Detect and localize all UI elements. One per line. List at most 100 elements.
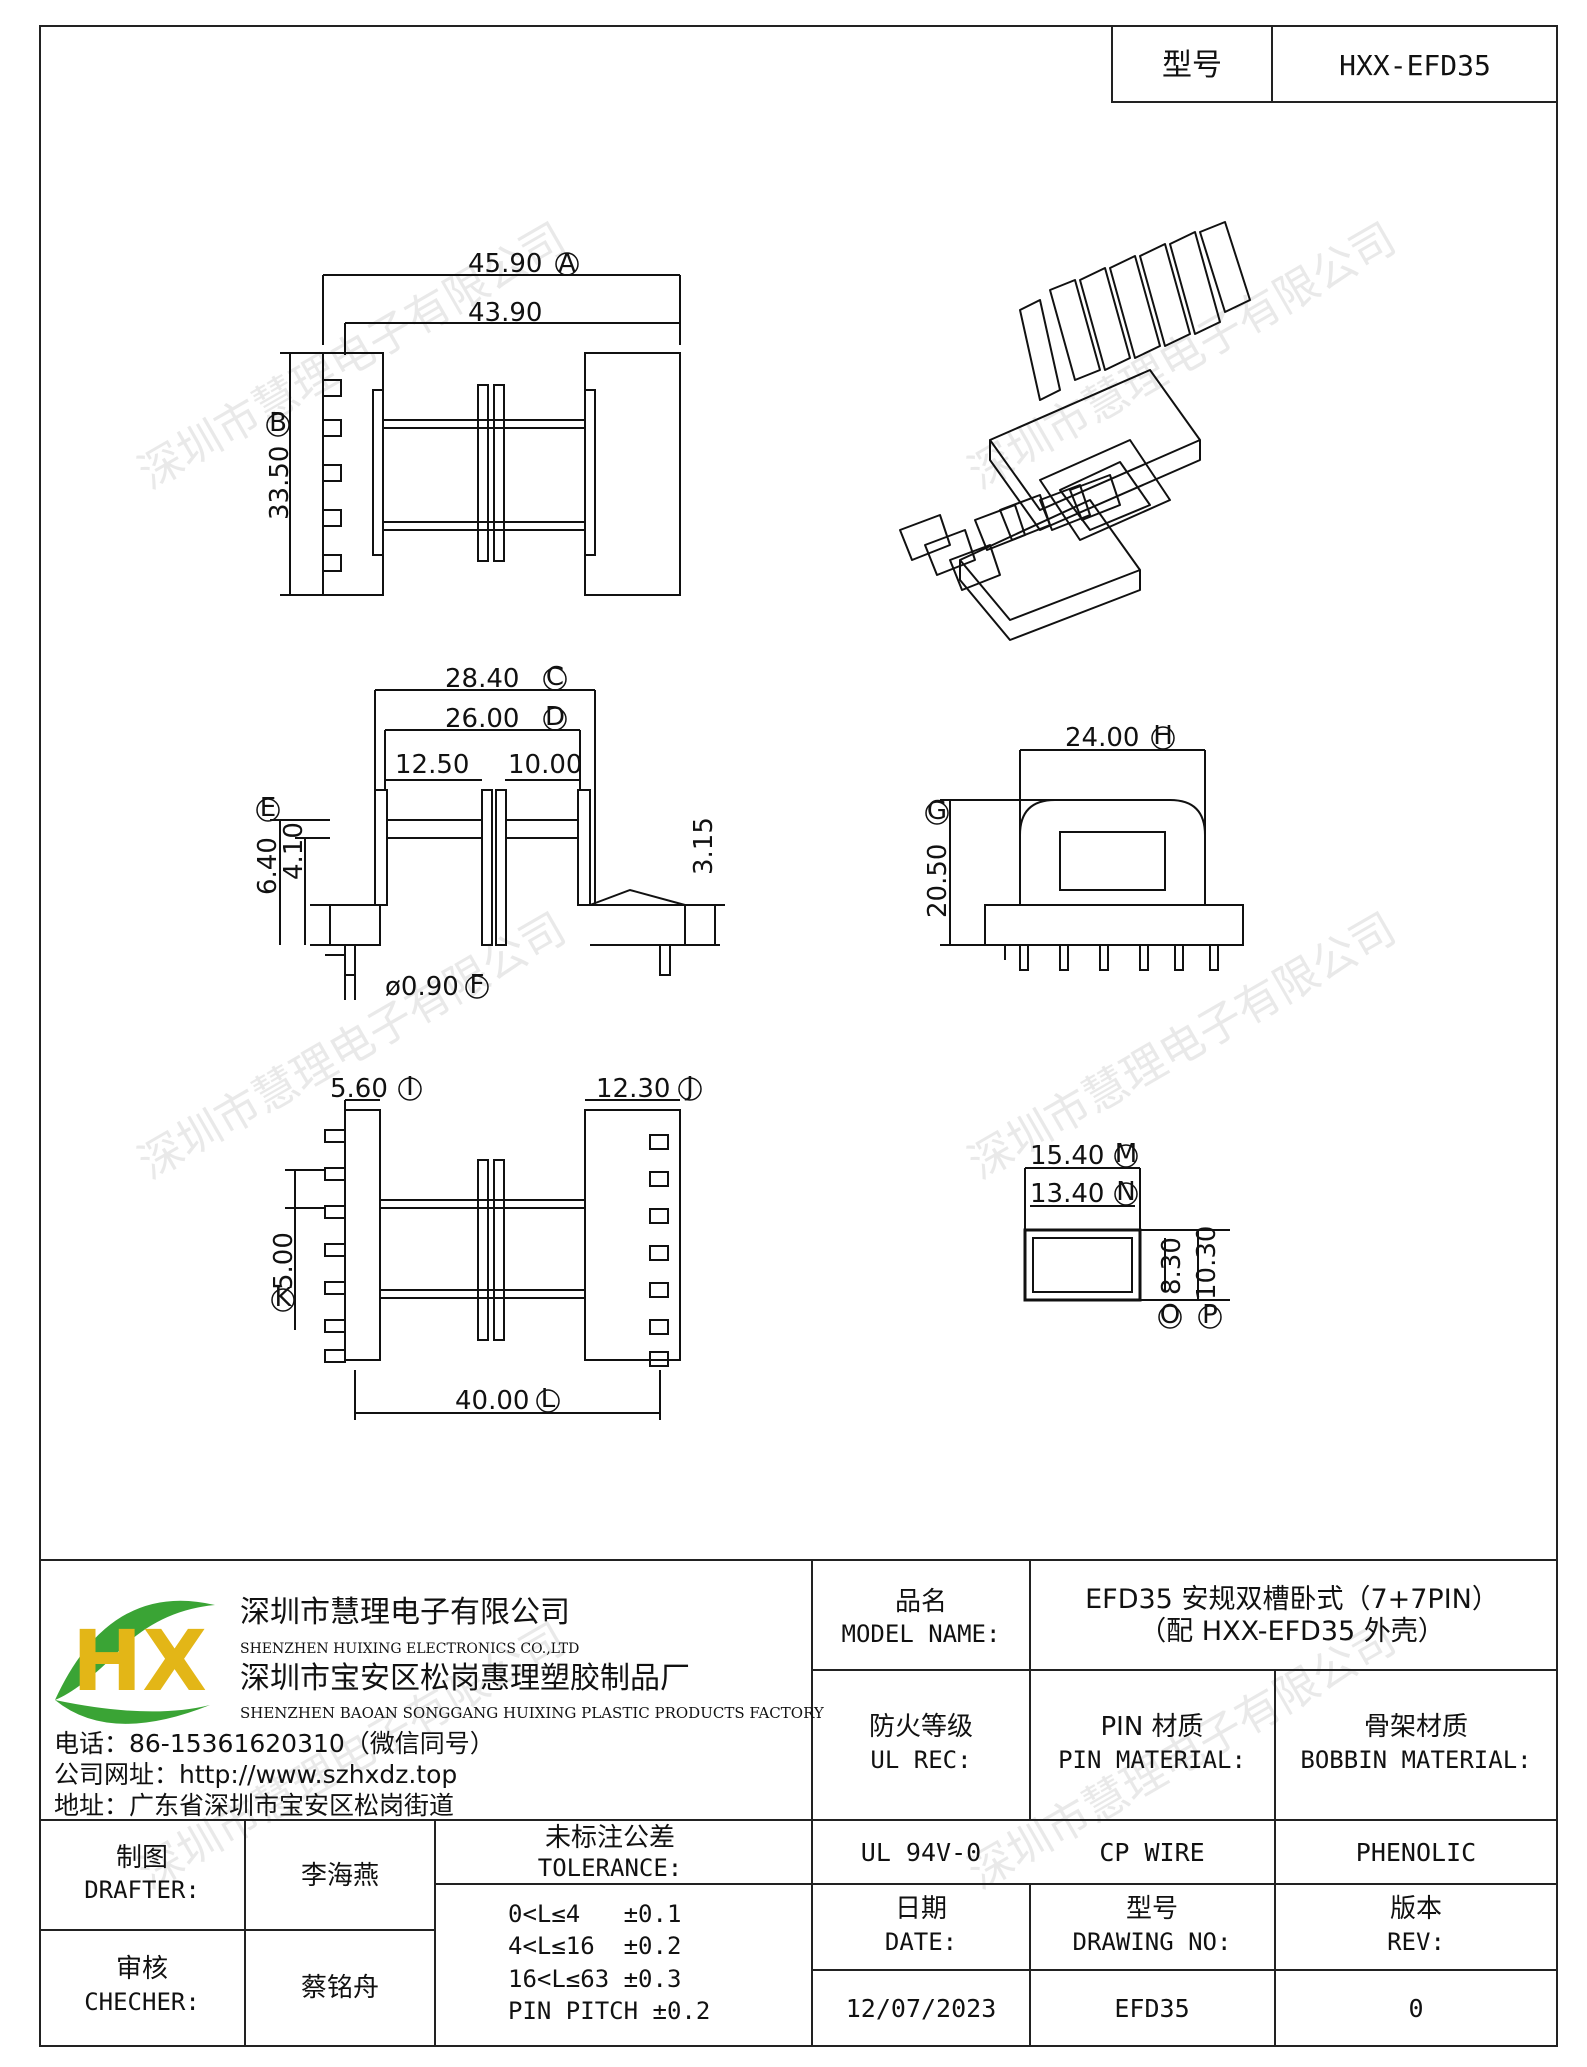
dim-a-marker — [555, 252, 579, 276]
dim-f-tag: F — [470, 970, 485, 1000]
dim-a-tag: A — [558, 249, 576, 279]
dim-f-label: ø0.90 — [385, 972, 459, 1002]
model-name-value-line1: EFD35 安规双槽卧式（7+7PIN） — [1085, 1584, 1499, 1615]
dim-p-label: 10.30 — [1192, 1226, 1222, 1300]
company-logo: HX — [55, 1600, 215, 1724]
dim-j-tag: J — [684, 1072, 694, 1102]
drafter-value: 李海燕 — [301, 1861, 379, 1891]
tolerance-line-3: 16<L≤63 ±0.3 — [508, 1965, 681, 1993]
tolerance-line-2: 4<L≤16 ±0.2 — [508, 1932, 681, 1960]
dim-c-label: 28.40 — [445, 664, 519, 694]
dim-m-tag: M — [1115, 1139, 1137, 1169]
dim-h-tag: H — [1153, 721, 1173, 751]
dim-i-marker — [398, 1077, 422, 1101]
pin-material-cn: PIN 材质 — [1100, 1712, 1203, 1742]
dim-slot2-label: 10.00 — [508, 750, 582, 780]
dim-l-label: 40.00 — [455, 1386, 529, 1416]
dim-b-label: 33.50 — [265, 446, 295, 520]
dim-p-marker — [1198, 1305, 1222, 1329]
drawing-no-value: EFD35 — [1114, 1994, 1189, 2023]
header-model-label: 型号 — [1162, 48, 1222, 83]
dim-p-tag: P — [1202, 1300, 1218, 1330]
company-name-cn: 深圳市慧理电子有限公司 — [240, 1595, 570, 1630]
dim-l-tag: L — [541, 1384, 556, 1414]
dim-e-label: 6.40 — [253, 837, 283, 895]
dim-slot1-label: 12.50 — [395, 750, 469, 780]
dim-k-tag: K — [274, 1283, 292, 1313]
dim-i-tag: I — [406, 1072, 414, 1102]
pin-material-value: CP WIRE — [1099, 1838, 1204, 1867]
dim-h-marker — [1151, 726, 1175, 750]
dim-a-label: 45.90 — [468, 249, 542, 279]
ul-rec-cn: 防火等级 — [869, 1712, 973, 1742]
rev-en: REV: — [1387, 1928, 1445, 1956]
dim-k-marker — [271, 1288, 295, 1312]
title-block-grid — [40, 1559, 1557, 2046]
checker-value: 蔡铭舟 — [301, 1973, 379, 2003]
date-en: DATE: — [885, 1928, 957, 1956]
dim-m-label: 15.40 — [1030, 1141, 1104, 1171]
sheet-border — [39, 25, 1558, 2047]
tolerance-line-4: PIN PITCH ±0.2 — [508, 1997, 710, 2025]
company-name-en: SHENZHEN HUIXING ELECTRONICS CO.,LTD — [240, 1641, 579, 1657]
watermark-2: 深圳市慧理电子有限公司 — [960, 213, 1405, 499]
dim-h-label: 24.00 — [1065, 723, 1139, 753]
drafter-cn: 制图 — [116, 1843, 168, 1873]
company-address: 地址：广东省深圳市宝安区松岗街道 — [54, 1791, 454, 1820]
company-website: 公司网址：http://www.szhxdz.top — [54, 1760, 457, 1789]
dim-o-label: 8.30 — [1157, 1237, 1187, 1295]
tolerance-en: TOLERANCE: — [538, 1854, 683, 1882]
tolerance-line-1: 0<L≤4 ±0.1 — [508, 1900, 681, 1928]
drafter-en: DRAFTER: — [84, 1876, 200, 1904]
model-name-value-line2: （配 HXX-EFD35 外壳） — [1139, 1616, 1445, 1647]
drawing-no-en: DRAWING NO: — [1073, 1928, 1232, 1956]
dim-c-tag: C — [546, 662, 564, 692]
dim-g-tag: G — [927, 796, 947, 826]
bobbin-material-cn: 骨架材质 — [1364, 1712, 1468, 1742]
dim-k-label: 5.00 — [269, 1232, 299, 1290]
dim-j-label: 12.30 — [596, 1074, 670, 1104]
dim-4-label: 4.10 — [279, 822, 309, 880]
dim-d-tag: D — [545, 702, 565, 732]
section-view — [1023, 1167, 1230, 1302]
bottom-view — [285, 1099, 681, 1420]
bobbin-material-value: PHENOLIC — [1356, 1838, 1476, 1867]
dim-o-tag: O — [1160, 1300, 1180, 1330]
factory-name-cn: 深圳市宝安区松岗惠理塑胶制品厂 — [240, 1661, 690, 1696]
checker-cn: 审核 — [116, 1954, 168, 1984]
company-phone: 电话：86-15361620310（微信同号） — [54, 1729, 495, 1758]
logo-text: HX — [72, 1612, 207, 1710]
dim-d-label: 26.00 — [445, 704, 519, 734]
dim-d-marker — [543, 707, 567, 731]
isometric-view — [899, 221, 1251, 641]
top-view — [280, 274, 681, 596]
rev-cn: 版本 — [1390, 1894, 1442, 1924]
dim-315-label: 3.15 — [689, 817, 719, 875]
bobbin-material-en: BOBBIN MATERIAL: — [1300, 1746, 1531, 1774]
date-value: 12/07/2023 — [846, 1994, 997, 2023]
dim-j-marker — [678, 1077, 702, 1101]
dim-e-marker — [256, 798, 280, 822]
dim-g-marker — [925, 801, 949, 825]
dim-f-marker — [465, 975, 489, 999]
dim-i-label: 5.60 — [330, 1074, 388, 1104]
dim-g-label: 20.50 — [923, 844, 953, 918]
ul-rec-value: UL 94V-0 — [861, 1838, 981, 1867]
dim-e-tag: E — [260, 793, 276, 823]
dim-n-label: 13.40 — [1030, 1179, 1104, 1209]
dim-m-marker — [1114, 1144, 1138, 1168]
tolerance-cn: 未标注公差 — [545, 1823, 675, 1853]
dim-o-marker — [1158, 1305, 1182, 1329]
checker-en: CHECHER: — [84, 1988, 200, 2016]
header-model-box: 型号 HXX-EFD35 — [1111, 25, 1558, 103]
drawing-no-cn: 型号 — [1126, 1894, 1178, 1924]
dim-n-marker — [1114, 1182, 1138, 1206]
date-cn: 日期 — [895, 1894, 947, 1924]
dim-b-tag: B — [269, 408, 287, 438]
model-name-cn: 品名 — [895, 1587, 947, 1617]
dim-inner-label: 43.90 — [468, 298, 542, 328]
header-model-value: HXX-EFD35 — [1339, 49, 1491, 82]
side-view — [940, 749, 1244, 971]
dim-c-marker — [543, 667, 567, 691]
